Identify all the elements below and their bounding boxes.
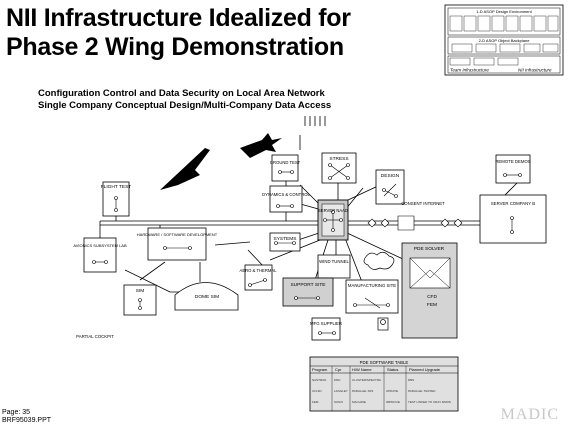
pde-cell: SUN/X: [334, 400, 343, 404]
consent-internet-label: CONSENT INTERNET: [401, 201, 445, 206]
ground-test-label: GROUND TEST: [270, 160, 301, 165]
remote-demos-label: REMOTE DEMOS: [495, 159, 530, 164]
title-line-2: Phase 2 Wing Demonstration: [6, 33, 344, 61]
fem-label: FEM: [427, 302, 437, 308]
pde-solver-label: PDE SOLVER: [414, 246, 445, 252]
pde-cell: IMPROVE: [386, 400, 400, 404]
pde-cell: DBS: [408, 378, 414, 382]
systems-box: [269, 232, 301, 252]
design-label: DESIGN: [381, 173, 400, 179]
pde-cell: FEM: [312, 400, 319, 404]
pde-software-table: PDE SOFTWARE TABLE Program Cpr H/W Name …: [309, 356, 459, 412]
stress-label: STRESS: [329, 156, 348, 162]
dynamics-box: [269, 185, 303, 213]
pde-solver-panel: [401, 242, 458, 339]
pde-cell: UPDATE: [386, 389, 398, 393]
ground-test-box: [271, 154, 299, 182]
wind-tunnel-label: WIND TUNNEL: [319, 259, 349, 264]
pde-col-status: Status: [387, 367, 398, 372]
slide-footer: Page: 35 BRF95039.PPT: [2, 409, 51, 425]
wind-tunnel-box: [317, 254, 351, 279]
mfg-supplier-label: MFG SUPPLIER: [310, 321, 342, 326]
hardware-dev-box: [147, 227, 207, 261]
thumb-team-label: Team Infrastructure: [450, 68, 489, 73]
slide-title: NII Infrastructure Idealized for Phase 2…: [6, 4, 351, 62]
remote-demos-box: [495, 154, 531, 184]
avionics-box: [83, 237, 117, 273]
robot-arm-icon: [377, 317, 389, 331]
pde-col-hw: H/W Name: [352, 367, 372, 372]
pde-table-title: PDE SOFTWARE TABLE: [360, 360, 409, 365]
pde-cell: CFL3D: [312, 389, 322, 393]
pde-cell: MACHINE: [352, 400, 366, 404]
architecture-thumbnail: 1-D ASOP Design Environment 2-D ASOP Obj…: [444, 4, 564, 76]
design-box: [375, 169, 405, 205]
internet-link-icons: [367, 215, 463, 231]
airplane-icon: [160, 148, 210, 190]
dynamics-label: DYNAMICS & CONTROL: [262, 192, 310, 197]
support-site-box: [282, 277, 334, 307]
title-line-1: NII Infrastructure Idealized for: [6, 4, 351, 32]
dome-sim-label: DOME SIM: [195, 294, 219, 300]
pde-cell: PARALLEL SP2: [352, 389, 374, 393]
slide-subtitle: Configuration Control and Data Security …: [38, 88, 331, 112]
mfg-supplier-box: [311, 317, 341, 341]
flight-test-label: FLIGHT TEST: [101, 184, 132, 190]
sim-label: SIM: [136, 288, 145, 294]
server-label: SERVER NAAD: [318, 208, 348, 213]
partial-cockpit-label: PARTIAL COCKPIT: [76, 334, 114, 339]
avionics-label: AVIONICS SUBSYSTEM LAB: [73, 243, 127, 248]
thumb-top-label: 1-D ASOP Design Environment: [476, 9, 532, 14]
cloud-icon: [363, 251, 395, 270]
support-site-label: SUPPORT SITE: [290, 282, 325, 288]
fighter-jet-icon: [240, 133, 282, 158]
pde-cell: PARALLEL TESTED: [408, 389, 436, 393]
page-number: Page: 35: [2, 409, 31, 416]
pde-cell: MSC: [334, 378, 342, 382]
manufacturing-label: MANUFACTURING SITE: [348, 283, 396, 288]
subtitle-line-1: Configuration Control and Data Security …: [38, 88, 325, 99]
upload-arrows: [304, 116, 326, 126]
stress-box: [321, 152, 357, 184]
server-company-label: SERVER COMPANY B: [491, 201, 535, 206]
thumb-nii-label: NII Infrastructure: [518, 68, 552, 73]
pde-cell: TEST LINKED TO CRAY RMOS: [408, 400, 451, 404]
pde-col-cpr: Cpr: [335, 367, 342, 372]
dome-sim-shape: [174, 282, 239, 311]
manufacturing-box: [345, 279, 399, 314]
thumb-mid-label: 2-D ASOP Object Backplane: [479, 38, 531, 43]
systems-label: SYSTEMS: [274, 236, 297, 242]
pde-cell: CLUSTER/SPECTRA: [352, 378, 381, 382]
file-name: BRF95039.PPT: [2, 417, 52, 424]
subtitle-line-2: Single Company Conceptual Design/Multi-C…: [38, 100, 332, 111]
brand-logo: MADIC: [500, 406, 559, 423]
pde-cell: LANGLEY: [334, 389, 348, 393]
pde-col-upgrade: Planned Upgrade: [409, 367, 441, 372]
hardware-dev-label: HARDWARE / SOFTWARE DEVELOPMENT: [137, 232, 218, 237]
cfd-label: CFD: [427, 294, 437, 300]
aero-thermal-label: AERO & THERMAL: [240, 268, 278, 273]
aircraft-group: [160, 133, 282, 190]
pde-cell: NASTRAN: [312, 378, 326, 382]
pde-col-program: Program: [312, 367, 328, 372]
